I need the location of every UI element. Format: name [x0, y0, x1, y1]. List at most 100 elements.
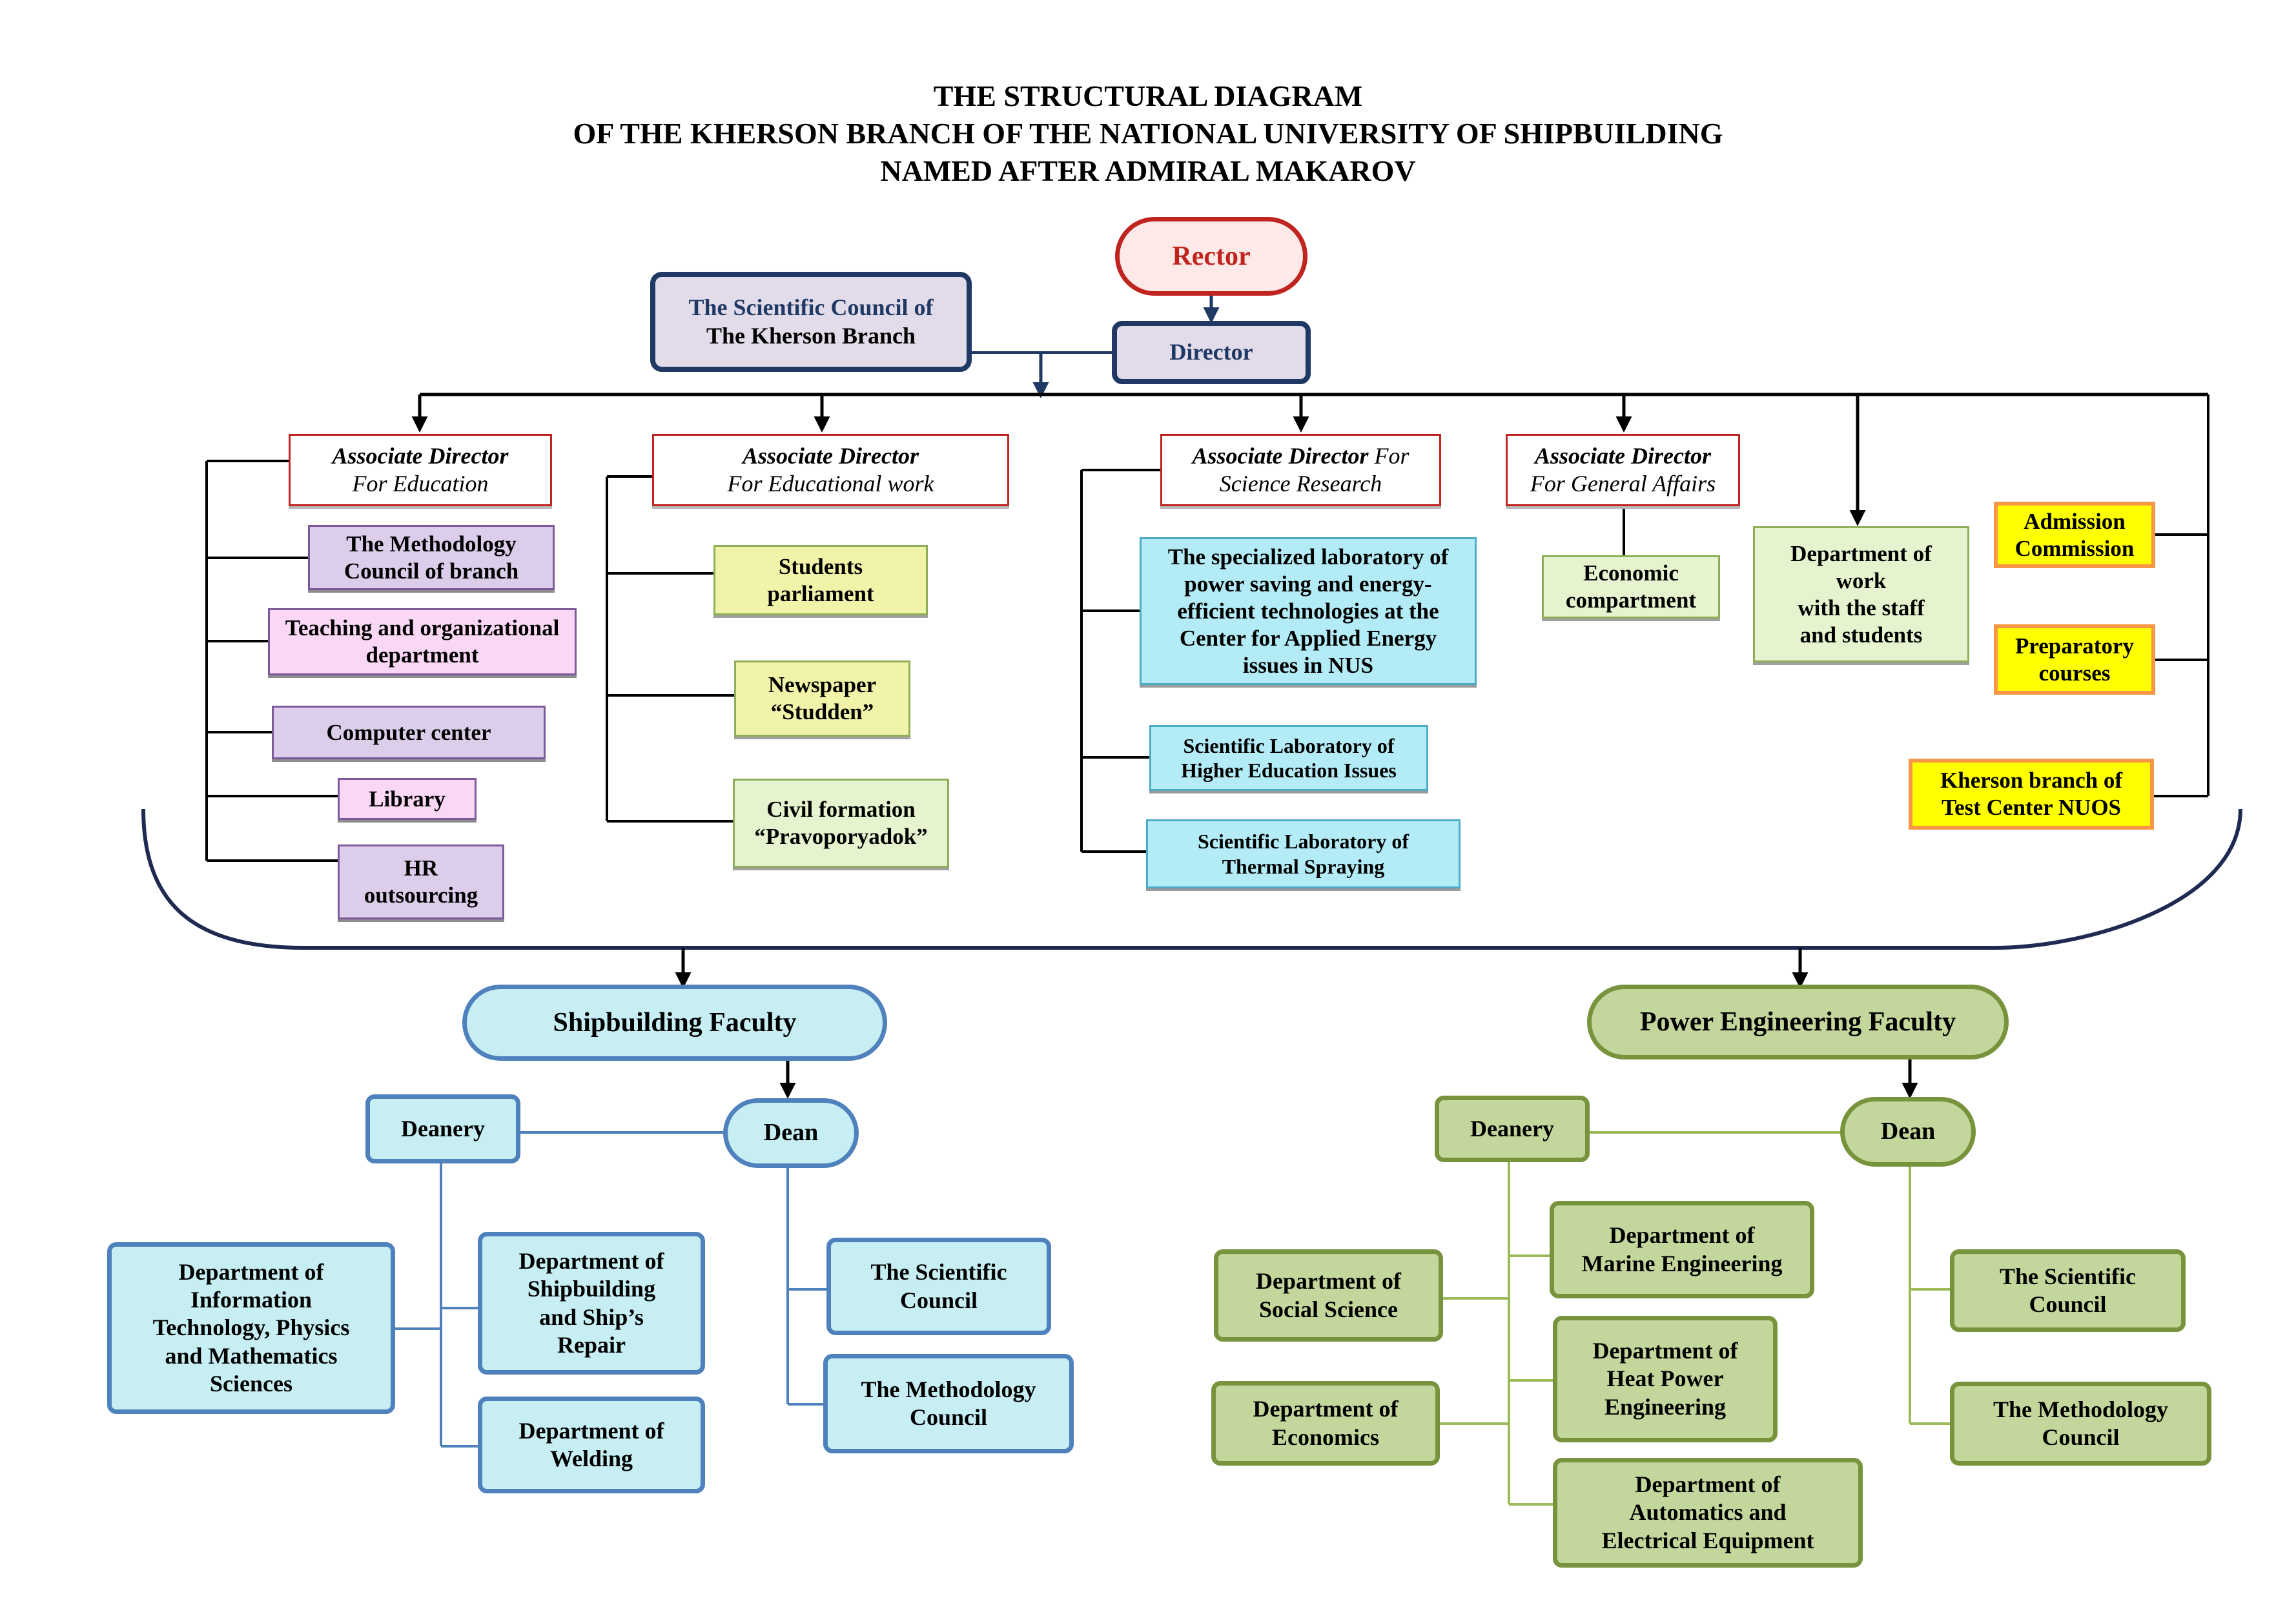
library: Library: [338, 778, 477, 820]
unit-line: work: [1836, 568, 1887, 593]
laboratory-thermal-spraying: Scientific Laboratory of Thermal Sprayin…: [1146, 819, 1461, 888]
specialized-laboratory-power-saving: The specialized laboratory of power savi…: [1140, 537, 1477, 685]
shipbuilding-faculty: Shipbuilding Faculty: [462, 985, 887, 1061]
department-work-staff-students: Department of work with the staff and st…: [1753, 526, 1969, 662]
dept-marine-engineering: Department of Marine Engineering: [1550, 1201, 1814, 1298]
dept-shipbuilding-ship-repair: Department of Shipbuilding and Ship’s Re…: [478, 1232, 705, 1375]
diagram-title-line-1: THE STRUCTURAL DIAGRAM: [933, 79, 1363, 112]
unit-line: “Studden”: [770, 699, 874, 724]
deanery-label: Deanery: [401, 1115, 485, 1141]
associate-director-educational-work: Associate Director For Educational work: [652, 434, 1009, 506]
unit-line: power saving and energy-: [1184, 571, 1432, 597]
deanery-label: Deanery: [1470, 1115, 1554, 1141]
unit-line: Shipbuilding: [527, 1276, 656, 1302]
unit-line: Council: [909, 1404, 988, 1430]
unit-line: Repair: [557, 1331, 626, 1358]
unit-line: Engineering: [1604, 1393, 1726, 1420]
unit-line: and Ship’s: [539, 1304, 644, 1330]
preparatory-courses: Preparatory courses: [1994, 624, 2155, 695]
power-scientific-council: The Scientific Council: [1950, 1249, 2186, 1332]
scientific-council-box: The Scientific Council of The Kherson Br…: [650, 272, 972, 372]
dept-automatics-electrical-equipment: Department of Automatics and Electrical …: [1553, 1458, 1863, 1568]
unit-line: Department of: [1256, 1268, 1401, 1295]
hr-outsourcing: HR outsourcing: [338, 844, 504, 919]
students-parliament: Students parliament: [713, 545, 928, 615]
unit-line: Preparatory: [2014, 633, 2134, 659]
rector-label: Rector: [1172, 241, 1251, 271]
dean-label: Dean: [1880, 1118, 1936, 1145]
unit-line: Commission: [2014, 535, 2135, 561]
civil-formation-pravoporyadok: Civil formation “Pravoporyadok”: [733, 779, 949, 868]
unit-line: Department of: [1609, 1222, 1755, 1249]
rector-box: Rector: [1115, 217, 1307, 296]
unit-line: Test Center NUOS: [1941, 795, 2122, 820]
unit-line: issues in NUS: [1242, 652, 1374, 678]
kherson-branch-test-center: Kherson branch of Test Center NUOS: [1909, 759, 2154, 830]
unit-line: Kherson branch of: [1940, 768, 2122, 793]
unit-line: Council: [2029, 1291, 2107, 1317]
associate-director-sub: For Educational work: [727, 471, 934, 496]
dean-label: Dean: [763, 1119, 819, 1147]
unit-line: Students: [778, 553, 863, 579]
unit-line: The Methodology: [861, 1376, 1036, 1402]
unit-line: Scientific Laboratory of: [1197, 830, 1409, 854]
shipbuilding-scientific-council: The Scientific Council: [826, 1238, 1051, 1335]
unit-line: The Scientific: [870, 1259, 1007, 1285]
shipbuilding-dean: Dean: [723, 1098, 859, 1168]
associate-director-sub: For General Affairs: [1530, 471, 1716, 496]
associate-director-sub: For Education: [352, 471, 489, 496]
unit-line: and Mathematics: [165, 1342, 338, 1369]
director-box: Director: [1112, 321, 1311, 384]
unit-line: Center for Applied Energy: [1179, 625, 1437, 651]
unit-line: Higher Education Issues: [1181, 759, 1397, 782]
associate-director-title: Associate Director: [332, 442, 509, 469]
unit-line: Council: [899, 1287, 978, 1313]
unit-line: Social Science: [1259, 1296, 1398, 1322]
unit-line: HR: [404, 855, 438, 881]
unit-line: Council: [2042, 1424, 2120, 1450]
associate-director-general: Associate Director For General Affairs: [1506, 434, 1740, 506]
dept-heat-power-engineering: Department of Heat Power Engineering: [1553, 1316, 1778, 1442]
unit-line: efficient technologies at the: [1177, 598, 1439, 624]
power-dean: Dean: [1840, 1097, 1976, 1167]
unit-line: Information: [190, 1287, 312, 1313]
shipbuilding-deanery: Deanery: [365, 1094, 520, 1163]
unit-line: Civil formation: [766, 797, 916, 822]
newspaper-studden: Newspaper “Studden”: [734, 660, 910, 737]
scientific-council-line-1: The Scientific Council of: [688, 294, 934, 321]
unit-line: courses: [2038, 660, 2111, 686]
associate-director-sub: Science Research: [1219, 471, 1382, 496]
unit-line: Electrical Equipment: [1601, 1527, 1814, 1553]
unit-line: Department of: [1592, 1338, 1738, 1364]
diagram-title-line-3: NAMED AFTER ADMIRAL MAKAROV: [880, 154, 1416, 187]
associate-director-title-tail: For: [1374, 442, 1409, 469]
unit-line: Technology, Physics: [152, 1315, 350, 1341]
unit-line: Economics: [1272, 1424, 1379, 1450]
unit-line: parliament: [767, 580, 874, 606]
director-label: Director: [1169, 339, 1253, 365]
unit-line: Heat Power: [1606, 1366, 1724, 1392]
dept-economics: Department of Economics: [1211, 1381, 1440, 1466]
unit-line: outsourcing: [364, 883, 478, 908]
admission-commission: Admission Commission: [1994, 502, 2155, 568]
scientific-council-line-2: The Kherson Branch: [706, 322, 916, 349]
associate-director-title: Associate Director: [1535, 442, 1711, 469]
unit-line: Teaching and organizational: [285, 615, 560, 640]
unit-line: Admission: [2024, 508, 2126, 534]
unit-line: Department of: [1253, 1396, 1399, 1422]
unit-line: The Methodology: [1993, 1396, 2168, 1422]
unit-line: Sciences: [210, 1370, 292, 1397]
associate-director-science: Associate Director For Science Research: [1160, 434, 1441, 506]
faculty-label: Power Engineering Faculty: [1639, 1007, 1956, 1037]
associate-director-education: Associate Director For Education: [289, 434, 552, 506]
unit-line: department: [365, 642, 479, 668]
unit-line: Scientific Laboratory of: [1183, 733, 1395, 757]
unit-line: Computer center: [326, 719, 491, 745]
computer-center: Computer center: [272, 706, 546, 759]
unit-line: The Methodology: [346, 531, 517, 557]
economic-compartment: Economic compartment: [1542, 555, 1720, 619]
associate-director-title: Associate Director: [743, 442, 919, 469]
teaching-organizational-department: Teaching and organizational department: [268, 608, 577, 675]
